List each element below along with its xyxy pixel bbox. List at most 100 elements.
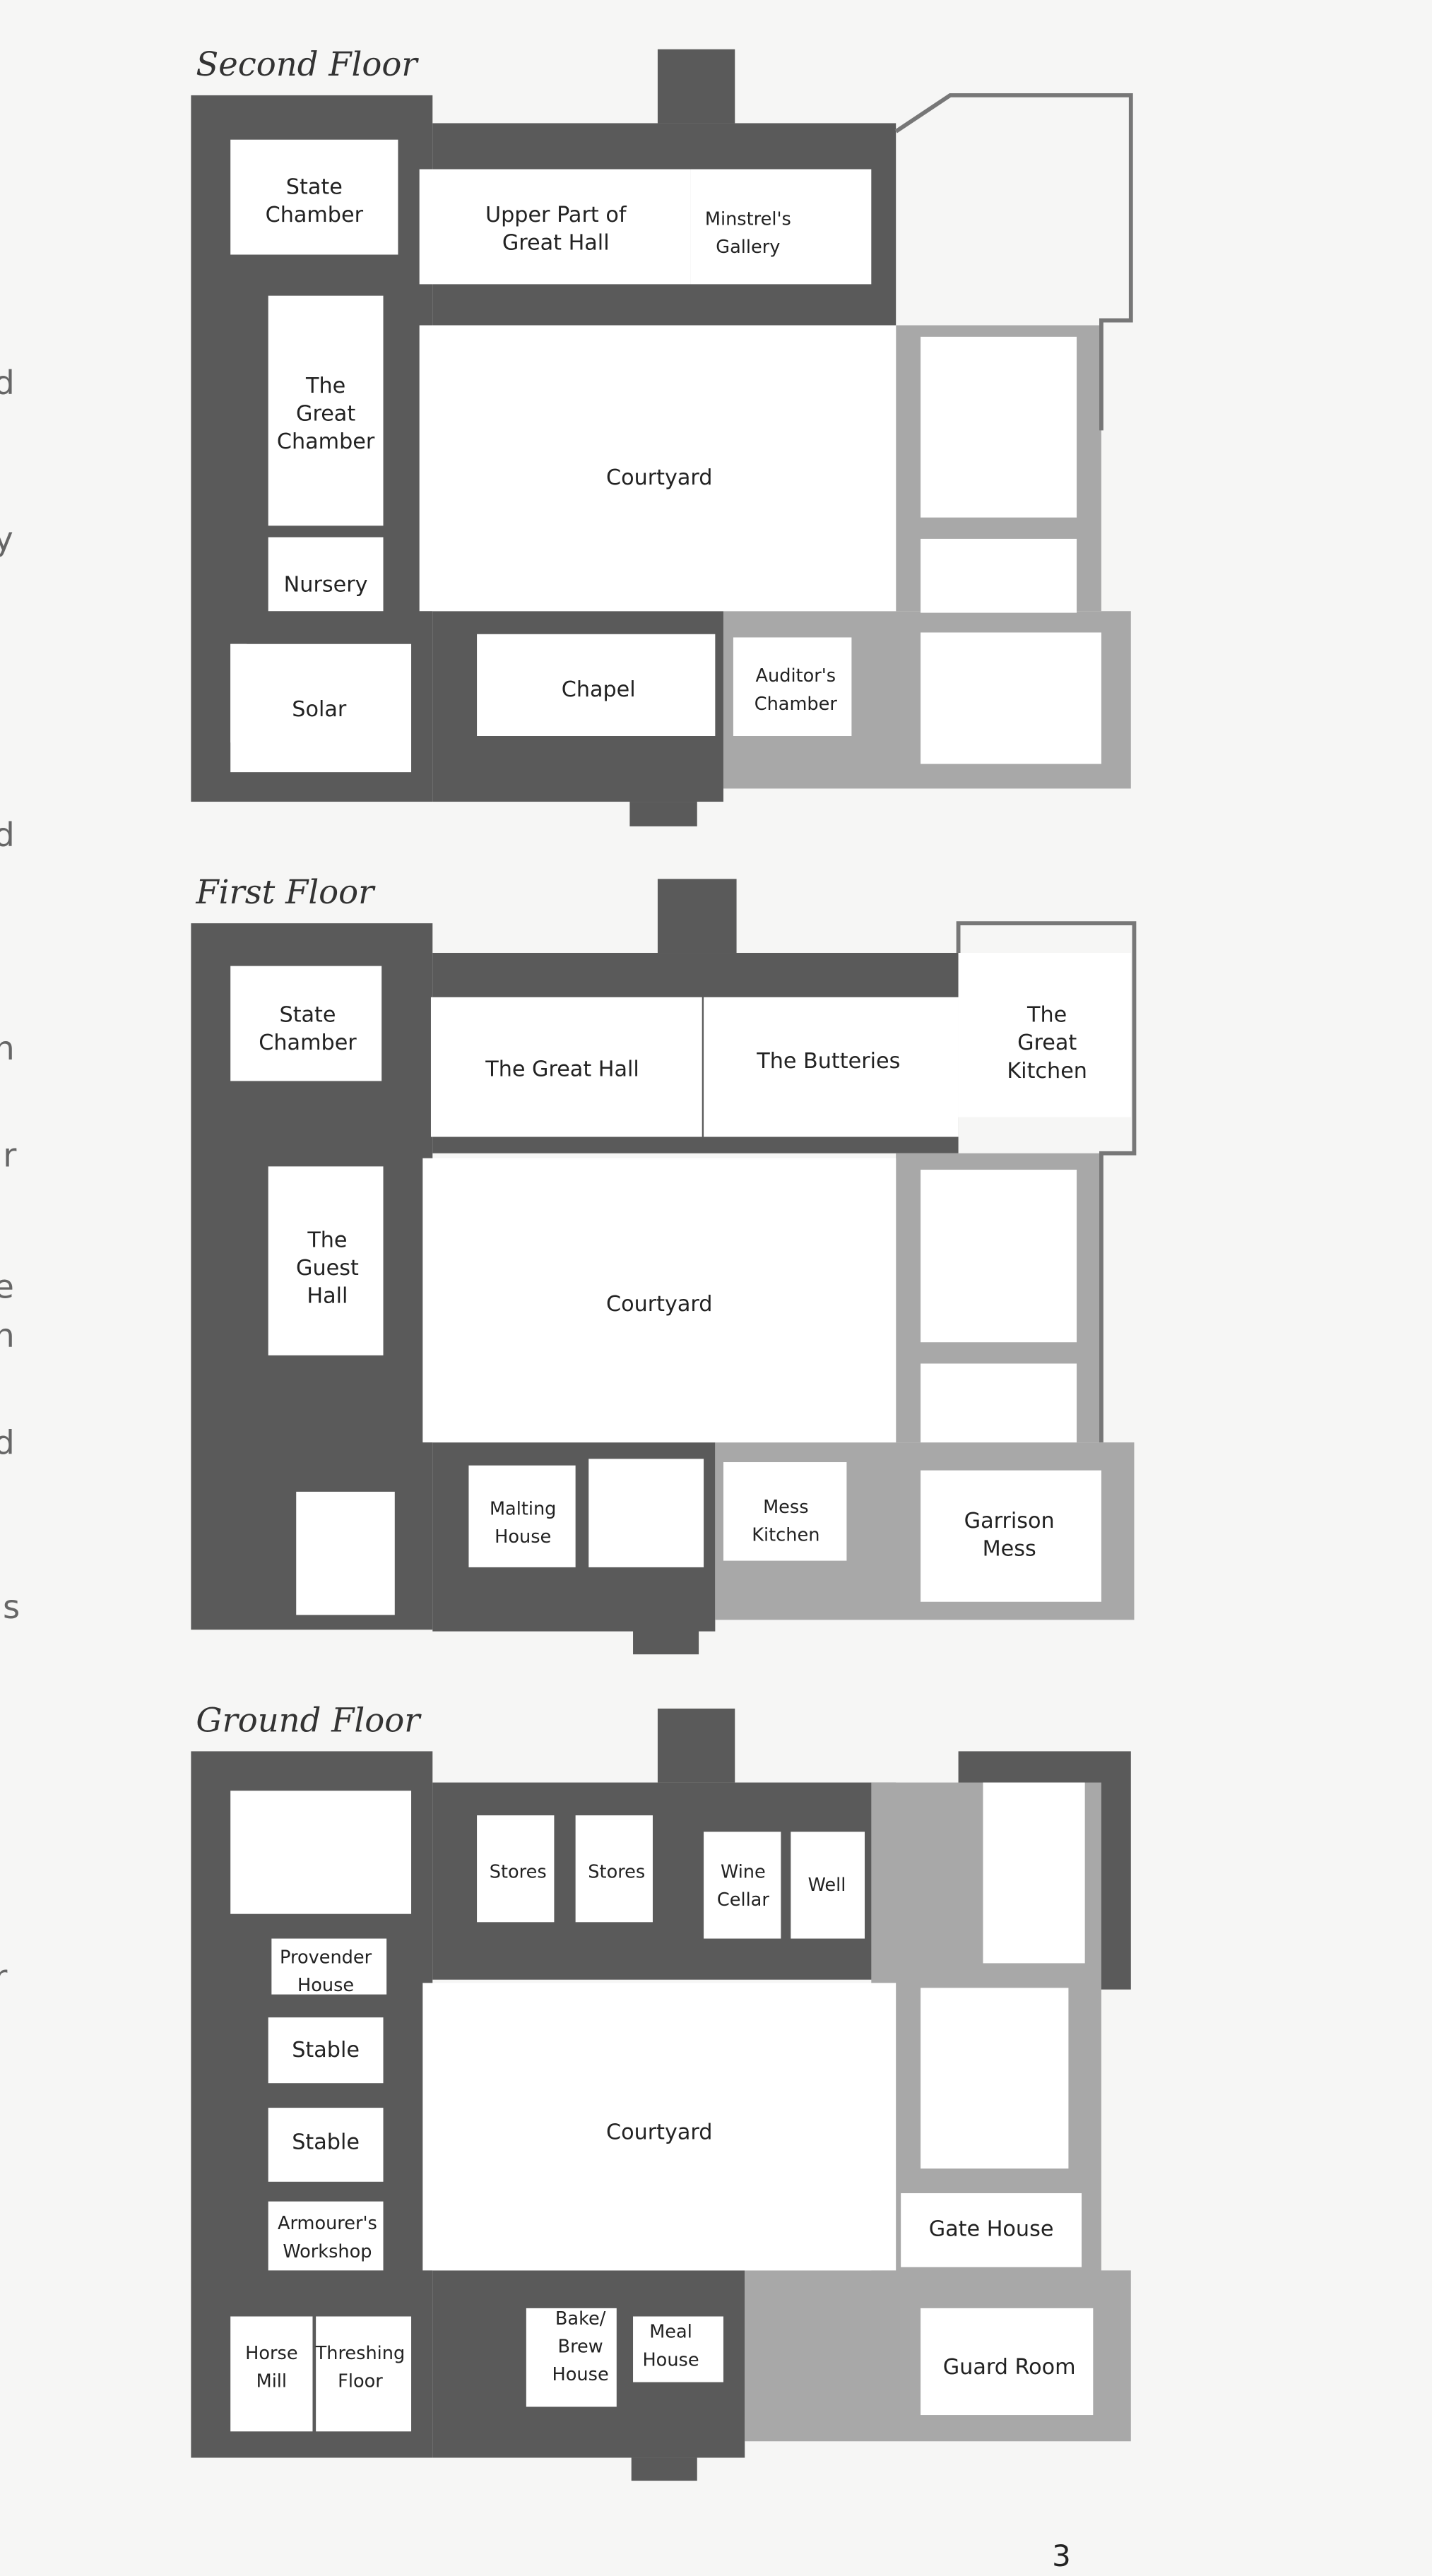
room-label: The (307, 1228, 347, 1252)
room (921, 1363, 1077, 1443)
room (477, 634, 716, 736)
room (526, 2308, 617, 2407)
floor-title: First Floor (195, 873, 376, 911)
room (921, 1988, 1069, 2169)
room-label: Kitchen (752, 1525, 819, 1546)
room (271, 1938, 387, 1995)
room-label: Courtyard (606, 1292, 713, 1317)
room-label: Chamber (266, 203, 364, 227)
room-label: Chapel (562, 677, 636, 702)
room (296, 1491, 395, 1615)
wall-dark (657, 49, 735, 124)
room-label: Gate House (929, 2217, 1054, 2242)
room-label: Nursery (284, 572, 368, 597)
room-label: Kitchen (1007, 1059, 1087, 1084)
room (723, 1462, 847, 1561)
room (983, 1782, 1085, 1964)
room-label: Chamber (277, 429, 375, 454)
wall-dark (631, 2457, 697, 2481)
margin-text-fragment: e (0, 1267, 14, 1305)
room (575, 1815, 653, 1923)
room (268, 2201, 384, 2271)
room (422, 1983, 897, 2271)
room (921, 1170, 1077, 1343)
room-label: Stores (490, 1861, 547, 1882)
room (230, 139, 398, 255)
page-number: 3 (1052, 2539, 1071, 2573)
room-label: Wine (721, 1861, 766, 1882)
room-label: House (642, 2349, 699, 2370)
room-label: Chamber (755, 694, 838, 715)
margin-text-fragment: y (0, 520, 13, 558)
room-label: The (305, 374, 345, 398)
room (733, 637, 852, 736)
room-label: Mess (763, 1497, 808, 1518)
room (230, 1791, 412, 1914)
margin-text-fragment: h (0, 1317, 15, 1355)
room-label: Gallery (716, 237, 780, 258)
room (268, 537, 384, 612)
room-label: Hall (307, 1283, 348, 1308)
room (430, 997, 702, 1137)
margin-text-fragment: r (0, 1957, 8, 1995)
room-label: Great Hall (502, 231, 610, 256)
room-label: State (280, 1003, 336, 1028)
room (477, 1815, 555, 1923)
room (268, 2017, 384, 2084)
room-label: Bake/ (555, 2308, 606, 2329)
room-label: House (552, 2364, 609, 2385)
room (704, 1832, 781, 1939)
room (468, 1465, 576, 1567)
floor-title: Ground Floor (196, 1701, 422, 1739)
room (921, 2308, 1094, 2416)
room-label: Stable (292, 2038, 360, 2062)
room-label: Meal (649, 2322, 692, 2343)
room-label: Solar (292, 697, 347, 722)
room (268, 2108, 384, 2182)
room-label: Well (808, 1875, 846, 1896)
room (316, 2316, 412, 2432)
room-label: Brew (558, 2337, 603, 2358)
room-label: Minstrel's (705, 209, 791, 230)
room-label: Upper Part of (485, 203, 627, 227)
room-label: State (286, 174, 343, 199)
room-label: Courtyard (606, 2120, 713, 2144)
room (268, 295, 384, 526)
room (230, 2316, 313, 2432)
room-label: Cellar (717, 1889, 769, 1911)
wall-dark (657, 1708, 735, 1783)
room (588, 1459, 704, 1567)
room (230, 643, 412, 773)
room (419, 325, 897, 612)
room-label: Floor (338, 2371, 383, 2392)
wall-dark (633, 1630, 699, 1655)
room (791, 1832, 865, 1939)
wing-outline (894, 93, 1133, 431)
room-label: House (297, 1975, 354, 1996)
room (704, 997, 959, 1137)
room-label: Armourer's (278, 2213, 377, 2234)
room (921, 336, 1077, 518)
room-label: Guard Room (943, 2355, 1076, 2380)
wall-dark (629, 802, 697, 826)
room-label: House (495, 1526, 551, 1548)
margin-text-fragment: l (0, 922, 3, 961)
margin-text-fragment: d (0, 364, 15, 402)
margin-text-fragment: d (0, 1423, 15, 1461)
room-label: Guest (296, 1256, 359, 1281)
room (230, 966, 382, 1081)
room-label: Great (1017, 1031, 1077, 1055)
room (921, 538, 1077, 613)
room (419, 169, 691, 285)
room (921, 1470, 1101, 1602)
room-label: Mess (983, 1537, 1036, 1562)
margin-text-fragment: d (0, 816, 15, 854)
room (422, 1158, 897, 1443)
room-label: Stores (588, 1861, 645, 1882)
room (268, 1166, 384, 1355)
room-label: Stable (292, 2130, 360, 2154)
